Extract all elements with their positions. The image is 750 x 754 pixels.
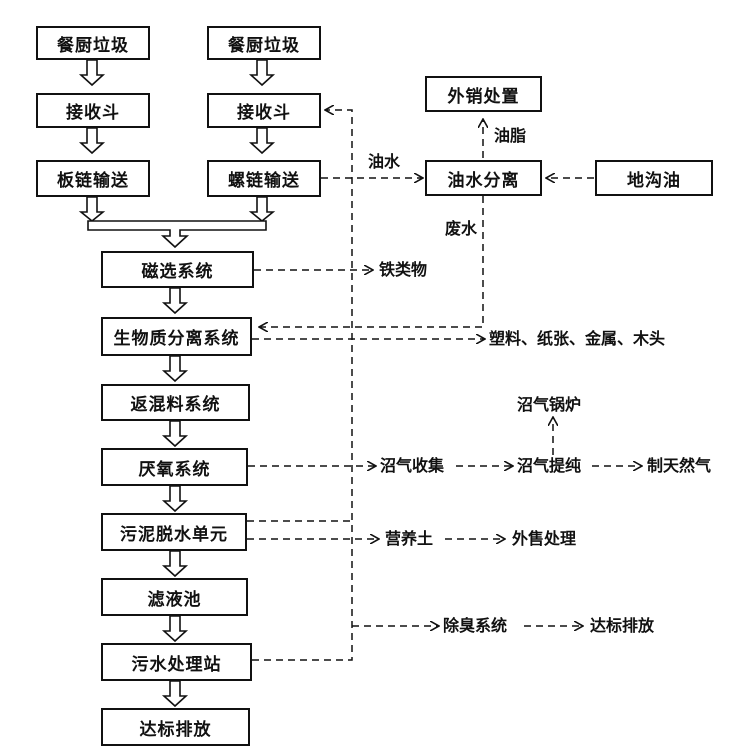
box-kitchen-waste-right: 餐厨垃圾 — [207, 26, 321, 60]
label-nutrient-soil: 营养土 — [385, 529, 434, 548]
dashed-connectors — [247, 110, 641, 661]
box-hopper-right: 接收斗 — [207, 93, 321, 128]
block-arrow — [78, 127, 106, 155]
block-arrow — [248, 127, 276, 155]
box-screw-conveyor: 螺链输送 — [207, 160, 321, 197]
label-natural-gas: 制天然气 — [647, 456, 712, 475]
label-discharge-standard: 达标排放 — [590, 616, 655, 635]
block-arrow — [248, 59, 276, 87]
label-biogas-collection: 沼气收集 — [380, 456, 445, 475]
main-flow-arrows — [78, 59, 276, 708]
box-magnetic-separation: 磁选系统 — [101, 251, 254, 288]
waste-water-line — [260, 196, 484, 327]
block-arrow — [161, 550, 189, 578]
box-sewage-plant: 污水处理站 — [101, 643, 252, 681]
label-oil-water: 油水 — [368, 152, 401, 171]
label-waste-water: 废水 — [445, 219, 478, 238]
box-discharge-final: 达标排放 — [101, 708, 250, 746]
label-iron: 铁类物 — [379, 260, 428, 279]
label-biogas-purification: 沼气提纯 — [517, 456, 582, 475]
label-deodorization: 除臭系统 — [443, 616, 508, 635]
block-arrow — [161, 680, 189, 708]
label-plastics-paper-metal-wood: 塑料、纸张、金属、木头 — [489, 329, 666, 348]
box-gutter-oil: 地沟油 — [595, 160, 713, 196]
merge-arrow-right — [248, 196, 276, 223]
box-biomass-separation: 生物质分离系统 — [101, 317, 252, 356]
label-grease: 油脂 — [494, 126, 527, 145]
box-anaerobic: 厌氧系统 — [101, 448, 248, 486]
block-arrow — [161, 355, 189, 383]
box-sludge-dewatering: 污泥脱水单元 — [101, 513, 247, 551]
block-arrow — [78, 59, 106, 87]
block-arrow — [161, 287, 189, 315]
return-line-to-hopper — [252, 110, 353, 661]
box-plate-chain-conveyor: 板链输送 — [36, 160, 150, 197]
box-filtrate-tank: 滤液池 — [101, 578, 248, 616]
box-return-mixing: 返混料系统 — [101, 384, 250, 421]
label-external-sale: 外售处理 — [512, 529, 577, 548]
merge-block-arrow — [87, 220, 267, 249]
box-hopper-left: 接收斗 — [36, 93, 150, 128]
block-arrow — [161, 615, 189, 643]
block-arrow — [161, 485, 189, 513]
box-oil-water-separation: 油水分离 — [425, 160, 542, 196]
box-export-disposal: 外销处置 — [425, 76, 542, 112]
merge-arrow-left — [78, 196, 106, 223]
label-biogas-boiler: 沼气锅炉 — [517, 395, 582, 414]
box-kitchen-waste-left: 餐厨垃圾 — [36, 26, 150, 60]
block-arrow — [161, 420, 189, 448]
